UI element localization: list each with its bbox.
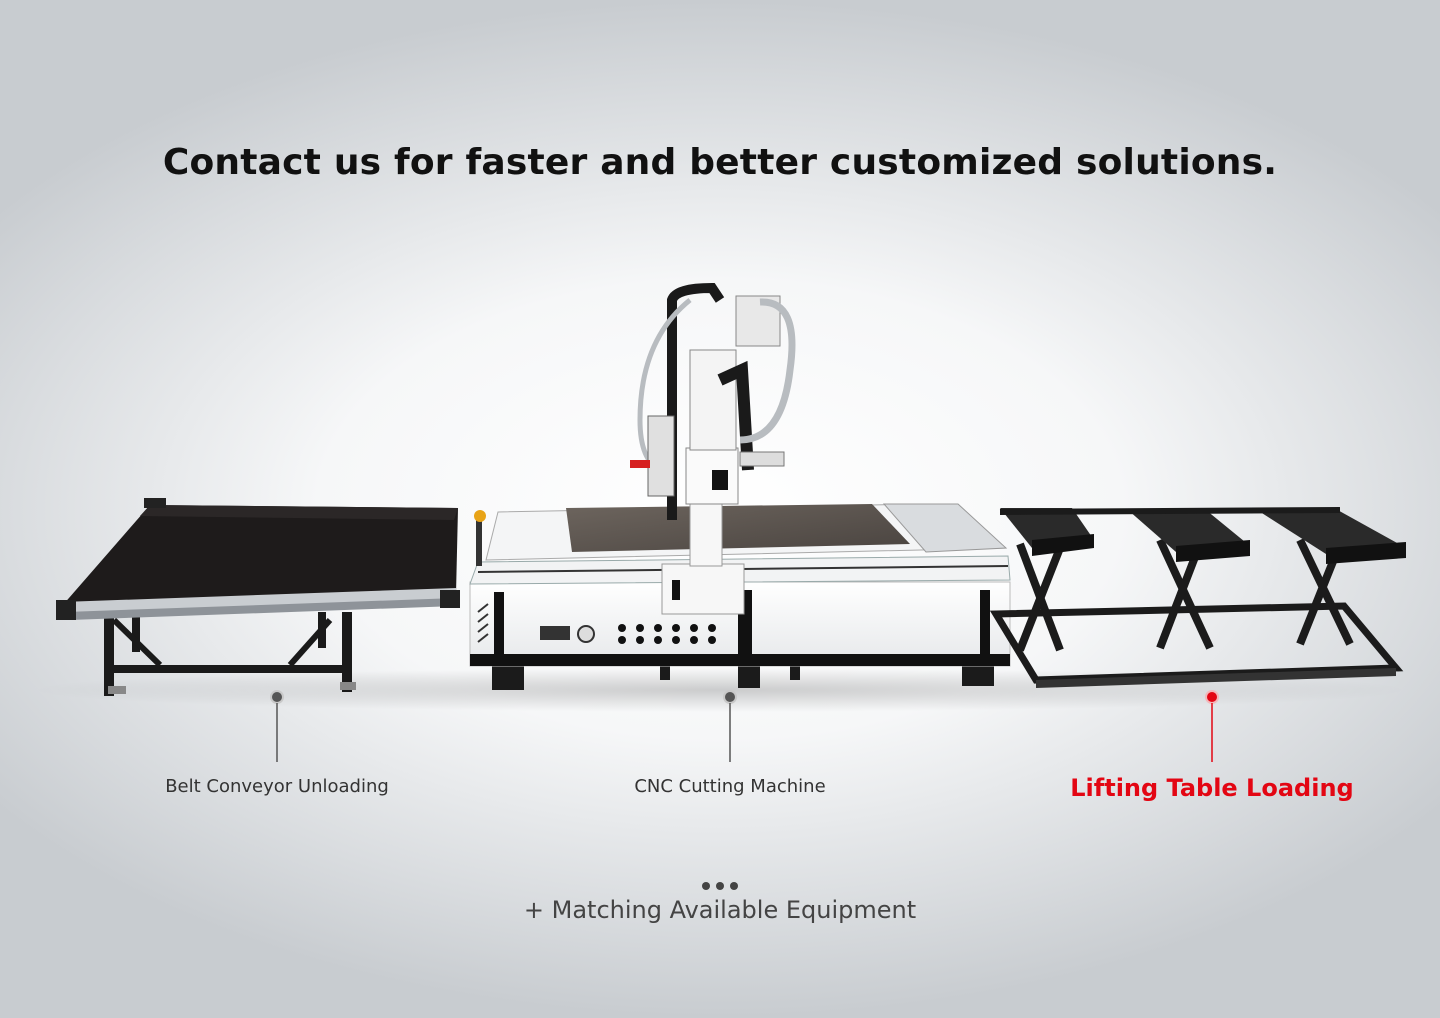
label-lifting-table[interactable]: Lifting Table Loading xyxy=(1070,774,1354,802)
more-dots-icon xyxy=(620,876,820,890)
belt-conveyor xyxy=(56,498,460,696)
marker-lifting-table xyxy=(1205,690,1219,762)
lifting-table xyxy=(989,507,1406,688)
label-belt-conveyor[interactable]: Belt Conveyor Unloading xyxy=(165,776,389,797)
marker-cnc-machine xyxy=(723,690,737,762)
matching-equipment-link[interactable]: + Matching Available Equipment xyxy=(523,896,917,924)
headline: Contact us for faster and better customi… xyxy=(162,142,1278,183)
label-cnc-machine[interactable]: CNC Cutting Machine xyxy=(634,776,826,797)
marker-belt-conveyor xyxy=(270,690,284,762)
cnc-machine xyxy=(469,282,1011,690)
